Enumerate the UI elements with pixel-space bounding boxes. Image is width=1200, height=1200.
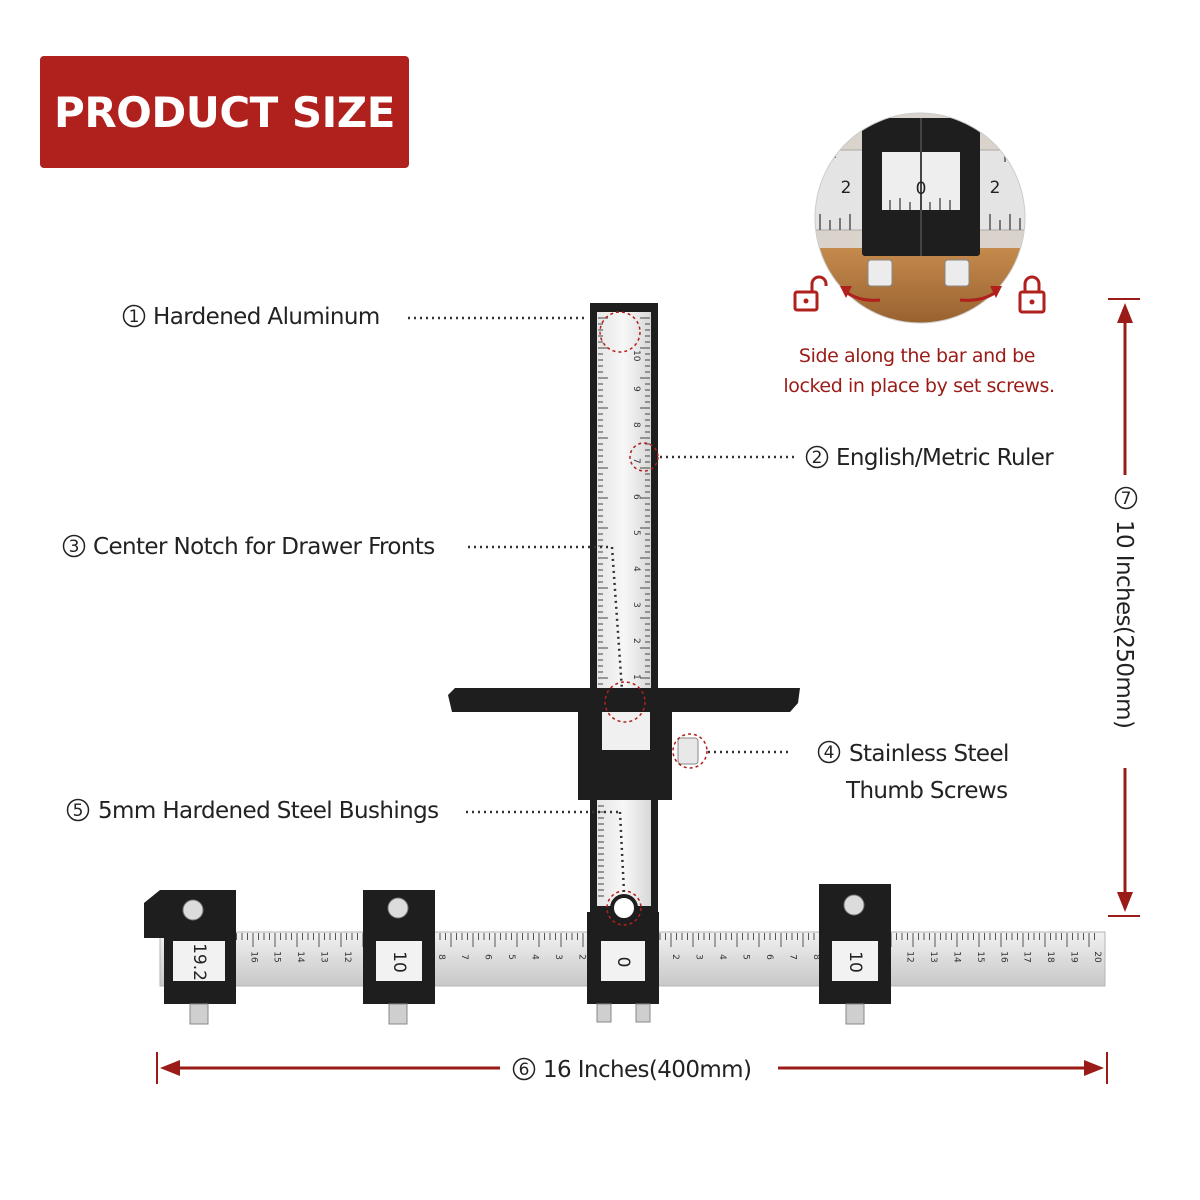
horizontal-ruler-label: 13	[928, 951, 938, 962]
callout-4: 4 Stainless Steel Thumb Screws	[817, 740, 1009, 804]
vertical-ruler-label: 9	[631, 386, 641, 392]
horizontal-ruler-label: 18	[1045, 951, 1055, 963]
thumb-screw	[672, 733, 708, 769]
horizontal-ruler-label: 12	[905, 951, 915, 962]
horizontal-ruler-label: 4	[530, 954, 540, 960]
vertical-ruler-label: 5	[631, 530, 641, 536]
horizontal-ruler-label: 14	[295, 951, 305, 963]
height-text: 10 Inches(250mm)	[1111, 520, 1137, 728]
horizontal-ruler-label: 3	[694, 954, 704, 960]
width-dimension: 6 16 Inches(400mm)	[156, 1052, 1108, 1084]
inset-photo: 2 0 2	[814, 112, 1026, 324]
callout-1-text: Hardened Aluminum	[153, 304, 380, 330]
callout-3-number: 3	[69, 537, 80, 557]
inset-ruler-label-zero: 0	[916, 179, 927, 199]
horizontal-ruler-label: 13	[319, 951, 329, 962]
horizontal-ruler-label: 5	[740, 954, 750, 960]
horizontal-ruler-label: 7	[459, 954, 469, 960]
horizontal-ruler-label: 17	[1022, 951, 1032, 962]
horizontal-ruler-label: 8	[811, 954, 821, 960]
horizontal-ruler-label: 2	[576, 954, 586, 960]
vertical-ruler-lower	[597, 800, 651, 906]
callout-3: 3 Center Notch for Drawer Fronts	[62, 534, 435, 560]
vertical-ruler-label: 3	[631, 602, 641, 608]
slide-right-arrow	[959, 290, 997, 302]
stop-label-right: 10	[845, 951, 865, 973]
horizontal-ruler-label: 5	[506, 954, 516, 960]
horizontal-ruler-label: 15	[272, 951, 282, 962]
horizontal-ruler-label: 12	[342, 951, 352, 962]
horizontal-ruler-label: 20	[1092, 951, 1102, 963]
horizontal-ruler-label: 16	[248, 951, 258, 963]
callout-2-number: 2	[812, 448, 823, 468]
inset-caption-line1: Side along the bar and be	[799, 345, 1035, 367]
vertical-ruler-label: 10	[631, 350, 641, 362]
inset-ruler-label-right: 2	[990, 178, 1001, 198]
callout-3-text: Center Notch for Drawer Fronts	[93, 534, 435, 560]
callout-1-number: 1	[129, 307, 140, 327]
callout-2-text: English/Metric Ruler	[836, 445, 1054, 471]
horizontal-ruler-label: 4	[717, 954, 727, 960]
horizontal-ruler-label: 3	[553, 954, 563, 960]
height-dimension: 7 10 Inches(250mm)	[1108, 298, 1140, 917]
stop-block-center: 0	[587, 890, 659, 1023]
inset-caption-line2: locked in place by set screws.	[783, 375, 1054, 397]
stop-label-center: 0	[613, 957, 633, 968]
horizontal-ruler-label: 19	[1069, 951, 1079, 963]
vertical-ruler-label: 7	[631, 458, 641, 464]
product-size-banner: PRODUCT SIZE	[40, 56, 409, 168]
vertical-ruler-label: 1	[631, 674, 641, 680]
callout-5: 5 5mm Hardened Steel Bushings	[66, 798, 439, 824]
unlocked-padlock-icon	[793, 275, 828, 312]
stop-block-right: 10	[819, 884, 891, 1025]
horizontal-ruler-label: 7	[787, 954, 797, 960]
callout-5-text: 5mm Hardened Steel Bushings	[98, 798, 438, 824]
horizontal-ruler-label: 15	[975, 951, 985, 962]
stop-block-second: 10	[363, 890, 435, 1025]
slide-left-arrow	[845, 290, 881, 302]
inset-ruler-label-left: 2	[841, 178, 852, 198]
callout-2: 2 English/Metric Ruler	[805, 445, 1055, 471]
horizontal-ruler-label: 6	[764, 954, 774, 960]
callout-4-line2: Thumb Screws	[845, 778, 1007, 804]
callout-1: 1 Hardened Aluminum	[122, 304, 380, 330]
vertical-ruler-upper	[597, 312, 651, 690]
stop-block-left: 19.2	[144, 890, 236, 1025]
horizontal-ruler-label: 16	[998, 951, 1008, 963]
inset-set-screw-left	[867, 259, 893, 287]
stop-label-second: 10	[389, 951, 409, 973]
callout-4-line1: Stainless Steel	[849, 741, 1009, 767]
stop-label-left: 19.2	[189, 943, 209, 981]
locked-padlock-icon	[1018, 275, 1046, 314]
vertical-ruler-label: 8	[631, 422, 641, 428]
horizontal-ruler-label: 6	[483, 954, 493, 960]
horizontal-ruler-label: 2	[670, 954, 680, 960]
width-text: 16 Inches(400mm)	[543, 1057, 751, 1083]
banner-title: PRODUCT SIZE	[54, 87, 395, 137]
vertical-ruler-label: 6	[631, 494, 641, 500]
horizontal-ruler-label: 8	[436, 954, 446, 960]
vertical-ruler-label: 2	[631, 638, 641, 644]
vertical-arm: 10 9 8 7 6 5 4 3 2 1	[590, 303, 658, 915]
center-notch-crossbar	[448, 681, 800, 800]
leader-lines	[408, 316, 795, 893]
inset-set-screw-right	[944, 259, 970, 287]
width-number: 6	[519, 1060, 530, 1080]
callout-4-number: 4	[824, 743, 835, 763]
vertical-ruler-label: 4	[631, 566, 641, 572]
horizontal-ruler-label: 14	[951, 951, 961, 963]
callout-5-number: 5	[73, 801, 84, 821]
height-number: 7	[1121, 489, 1132, 509]
